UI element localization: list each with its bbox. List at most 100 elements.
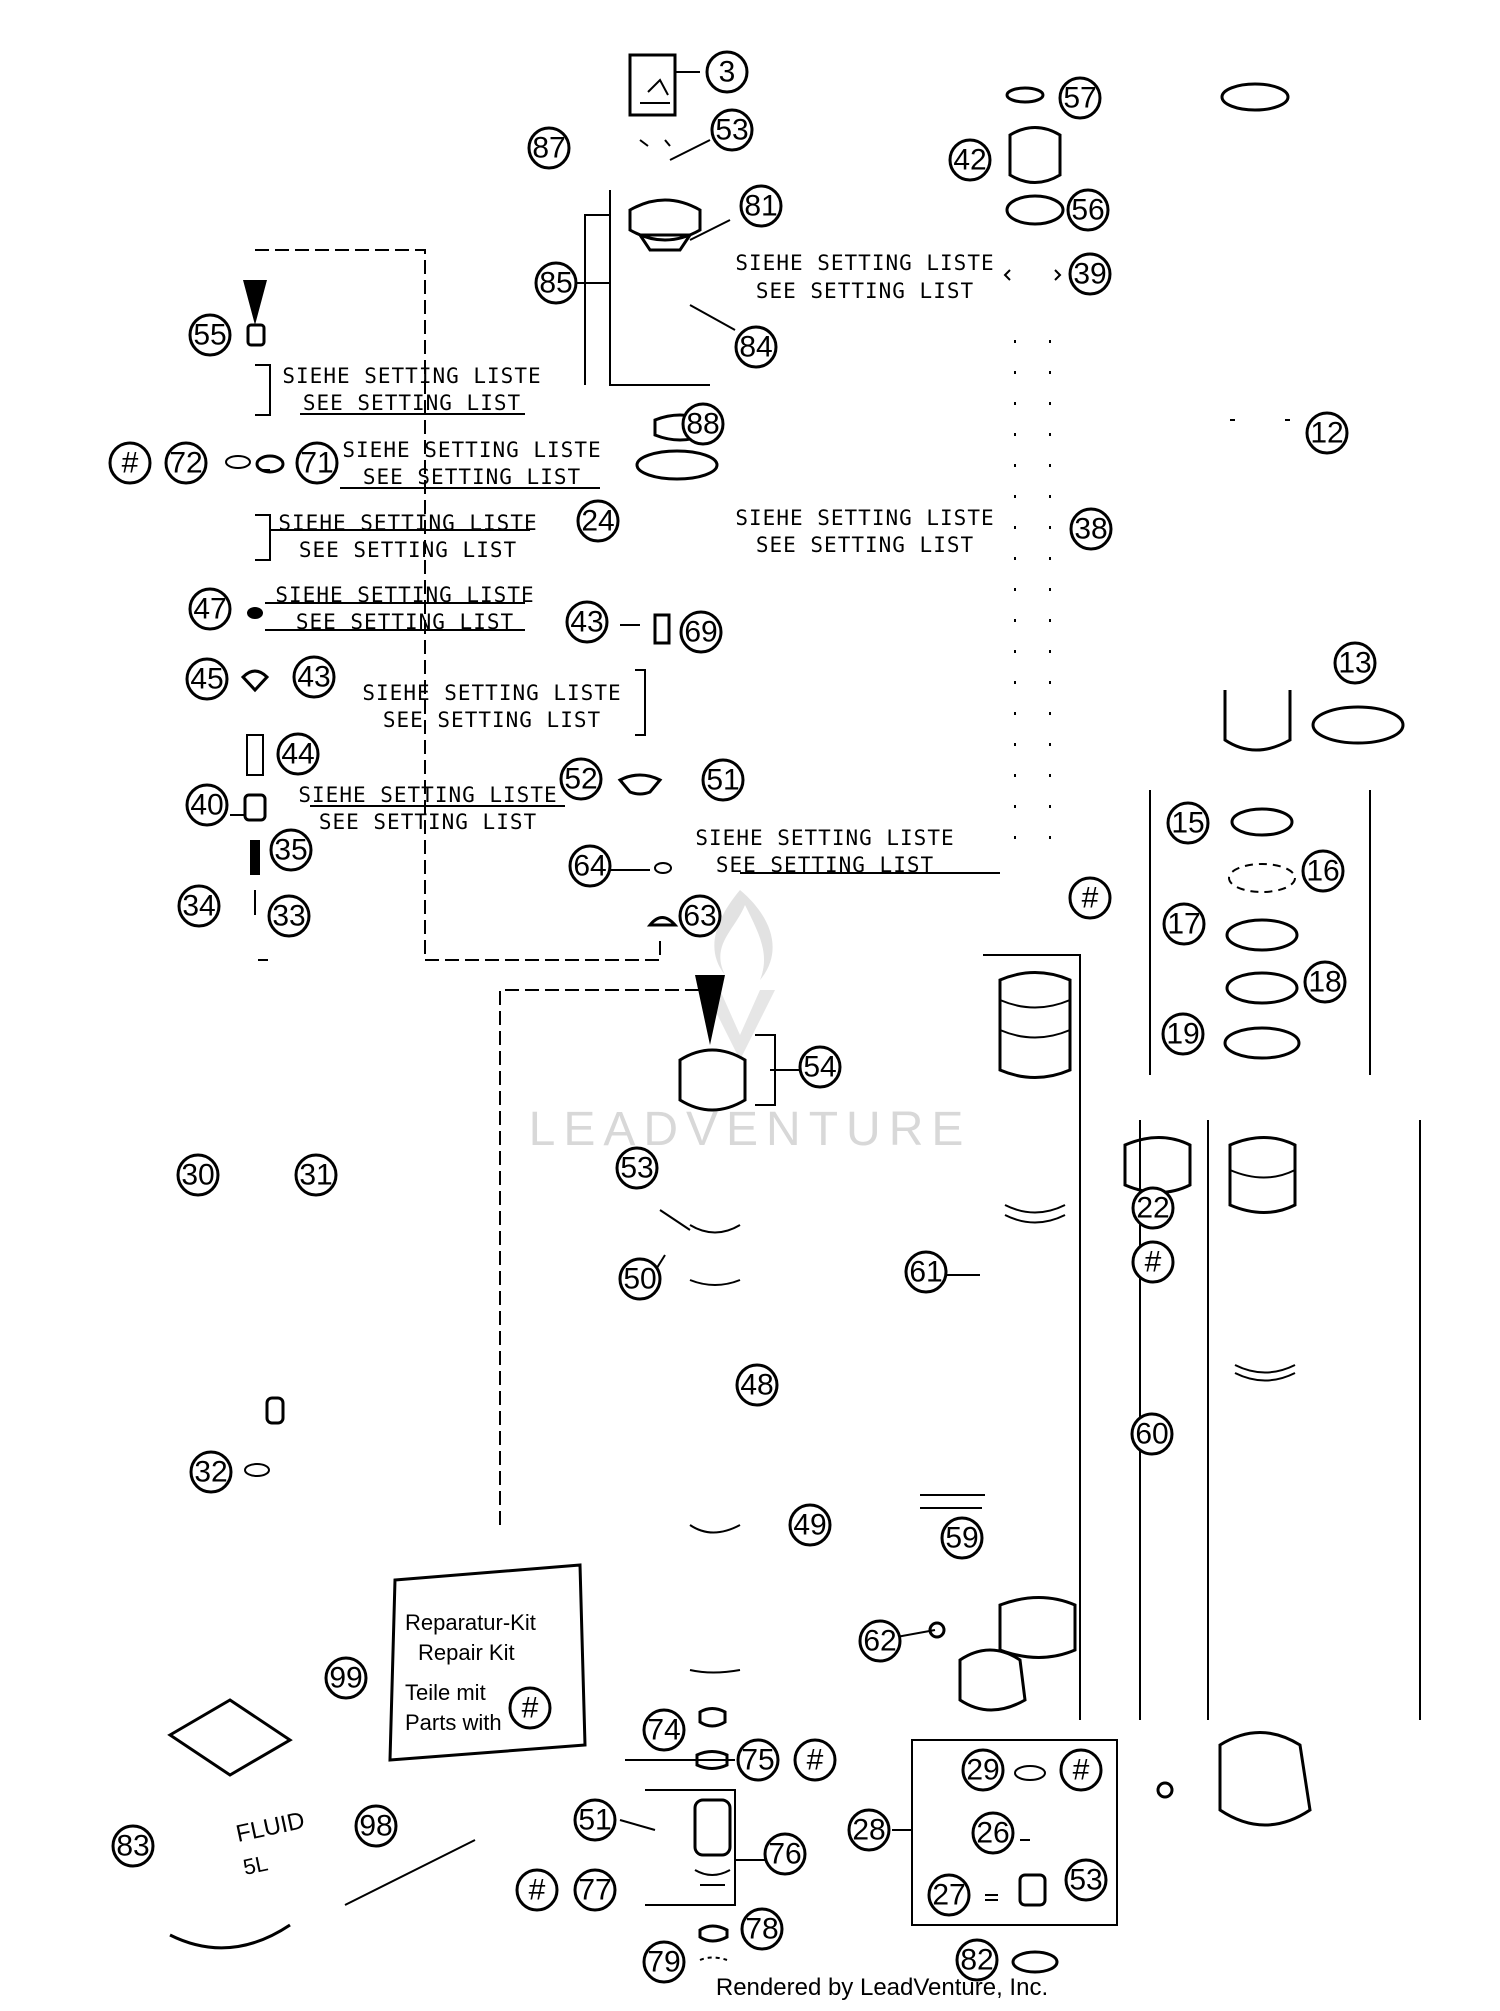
svg-text:28: 28 [852, 1814, 885, 1847]
callout-28: 28 [847, 1808, 891, 1852]
svg-text:44: 44 [281, 738, 314, 771]
svg-text:SEE SETTING LIST: SEE SETTING LIST [319, 810, 537, 834]
svg-text:63: 63 [683, 900, 716, 933]
svg-text:98: 98 [359, 1810, 392, 1843]
part-74-bush [698, 1707, 727, 1728]
callout-53-middle: 53 [615, 1146, 659, 1190]
callout-88: 88 [681, 402, 725, 446]
callout-57: 57 [1058, 76, 1102, 120]
callout-48: 48 [735, 1363, 779, 1407]
svg-text:53: 53 [1069, 1864, 1102, 1897]
callout-45: 45 [185, 657, 229, 701]
svg-text:76: 76 [768, 1838, 801, 1871]
svg-text:33: 33 [272, 900, 305, 933]
callout-75: 75 [736, 1738, 780, 1782]
callout-47: 47 [188, 587, 232, 631]
arrow-down-icon-2 [695, 975, 725, 1045]
callout-31: 31 [294, 1153, 338, 1197]
svg-text:83: 83 [116, 1830, 149, 1863]
callout-24: 24 [576, 499, 620, 543]
svg-text:48: 48 [740, 1369, 773, 1402]
part-76-valve [693, 1798, 732, 1857]
guide-lines [255, 249, 710, 1525]
svg-text:71: 71 [300, 447, 333, 480]
svg-text:SIEHE SETTING LISTE: SIEHE SETTING LISTE [362, 681, 621, 705]
part-32-cap [265, 1396, 285, 1425]
svg-text:29: 29 [966, 1754, 999, 1787]
callout-53-bottom: 53 [1064, 1858, 1108, 1902]
callout-76: 76 [763, 1832, 807, 1876]
part-53-cap [1018, 1873, 1047, 1907]
callout-43-right: 43 [565, 600, 609, 644]
part-69-valve [653, 613, 671, 645]
part-15-ring [1230, 807, 1294, 837]
svg-text:22: 22 [1136, 1192, 1169, 1225]
svg-text:16: 16 [1306, 855, 1339, 888]
callout-61: 61 [904, 1250, 948, 1294]
setting-note-7: SIEHE SETTING LISTE SEE SETTING LIST [362, 681, 621, 732]
svg-text:88: 88 [686, 408, 719, 441]
svg-text:40: 40 [190, 789, 223, 822]
callout-hash-29: # [1059, 1748, 1103, 1792]
svg-text:53: 53 [620, 1152, 653, 1185]
part-13-clip [1311, 705, 1405, 745]
callout-82: 82 [955, 1938, 999, 1982]
callout-hash-22: # [1131, 1240, 1175, 1284]
callout-53-top: 53 [710, 108, 754, 152]
repair-kit-title-de: Reparatur-Kit [405, 1610, 536, 1635]
callout-hash-75: # [793, 1738, 837, 1782]
callout-51-bottom: 51 [573, 1798, 617, 1842]
svg-text:43: 43 [570, 606, 603, 639]
part-45-washer [240, 669, 270, 693]
part-12-cap-ring [1220, 82, 1290, 112]
repair-kit-title-en: Repair Kit [418, 1640, 515, 1665]
svg-text:SEE SETTING LIST: SEE SETTING LIST [303, 391, 521, 415]
svg-text:56: 56 [1071, 194, 1104, 227]
part-61-tube-top [998, 971, 1072, 1079]
svg-text:69: 69 [684, 616, 717, 649]
callout-83: 83 [111, 1824, 155, 1868]
callouts: 3 53 87 81 85 84 57 42 56 39 12 38 13 55… [108, 50, 1377, 1984]
svg-text:30: 30 [181, 1159, 214, 1192]
svg-text:61: 61 [909, 1256, 942, 1289]
svg-text:#: # [807, 1744, 824, 1777]
part-42-bushing [1008, 126, 1062, 184]
callout-51: 51 [701, 758, 745, 802]
callout-19: 19 [1161, 1012, 1205, 1056]
callout-26: 26 [971, 1811, 1015, 1855]
callout-77: 77 [573, 1868, 617, 1912]
callout-38: 38 [1069, 507, 1113, 551]
svg-text:18: 18 [1308, 966, 1341, 999]
callout-29: 29 [961, 1748, 1005, 1792]
watermark: LEADVENTURE [529, 890, 963, 1156]
svg-text:SIEHE SETTING LISTE: SIEHE SETTING LISTE [278, 511, 537, 535]
svg-text:79: 79 [647, 1946, 680, 1979]
svg-text:35: 35 [274, 834, 307, 867]
svg-text:SEE SETTING LIST: SEE SETTING LIST [383, 708, 601, 732]
callout-13: 13 [1333, 641, 1377, 685]
svg-text:53: 53 [715, 114, 748, 147]
callout-hash-72: # [108, 441, 152, 485]
callout-17: 17 [1162, 902, 1206, 946]
part-63-valve [646, 916, 679, 927]
leader-lines [230, 71, 985, 1861]
part-59-axle-foot [958, 1648, 1027, 1712]
callout-33: 33 [267, 894, 311, 938]
part-35-pin [250, 840, 260, 875]
part-78-washer [698, 1924, 729, 1943]
part-40-bush [243, 793, 267, 822]
part-shapes [167, 53, 1405, 1974]
part-32-ring [244, 1463, 270, 1477]
svg-text:34: 34 [182, 890, 215, 923]
svg-text:#: # [1145, 1246, 1162, 1279]
svg-text:85: 85 [539, 267, 572, 300]
callout-62: 62 [858, 1619, 902, 1663]
part-22-bushing [1123, 1136, 1192, 1194]
svg-text:87: 87 [532, 132, 565, 165]
part-54-piston [678, 1048, 747, 1112]
svg-text:SEE SETTING LIST: SEE SETTING LIST [299, 538, 517, 562]
part-13-spring-seat [1223, 690, 1292, 752]
callout-22: 22 [1131, 1186, 1175, 1230]
